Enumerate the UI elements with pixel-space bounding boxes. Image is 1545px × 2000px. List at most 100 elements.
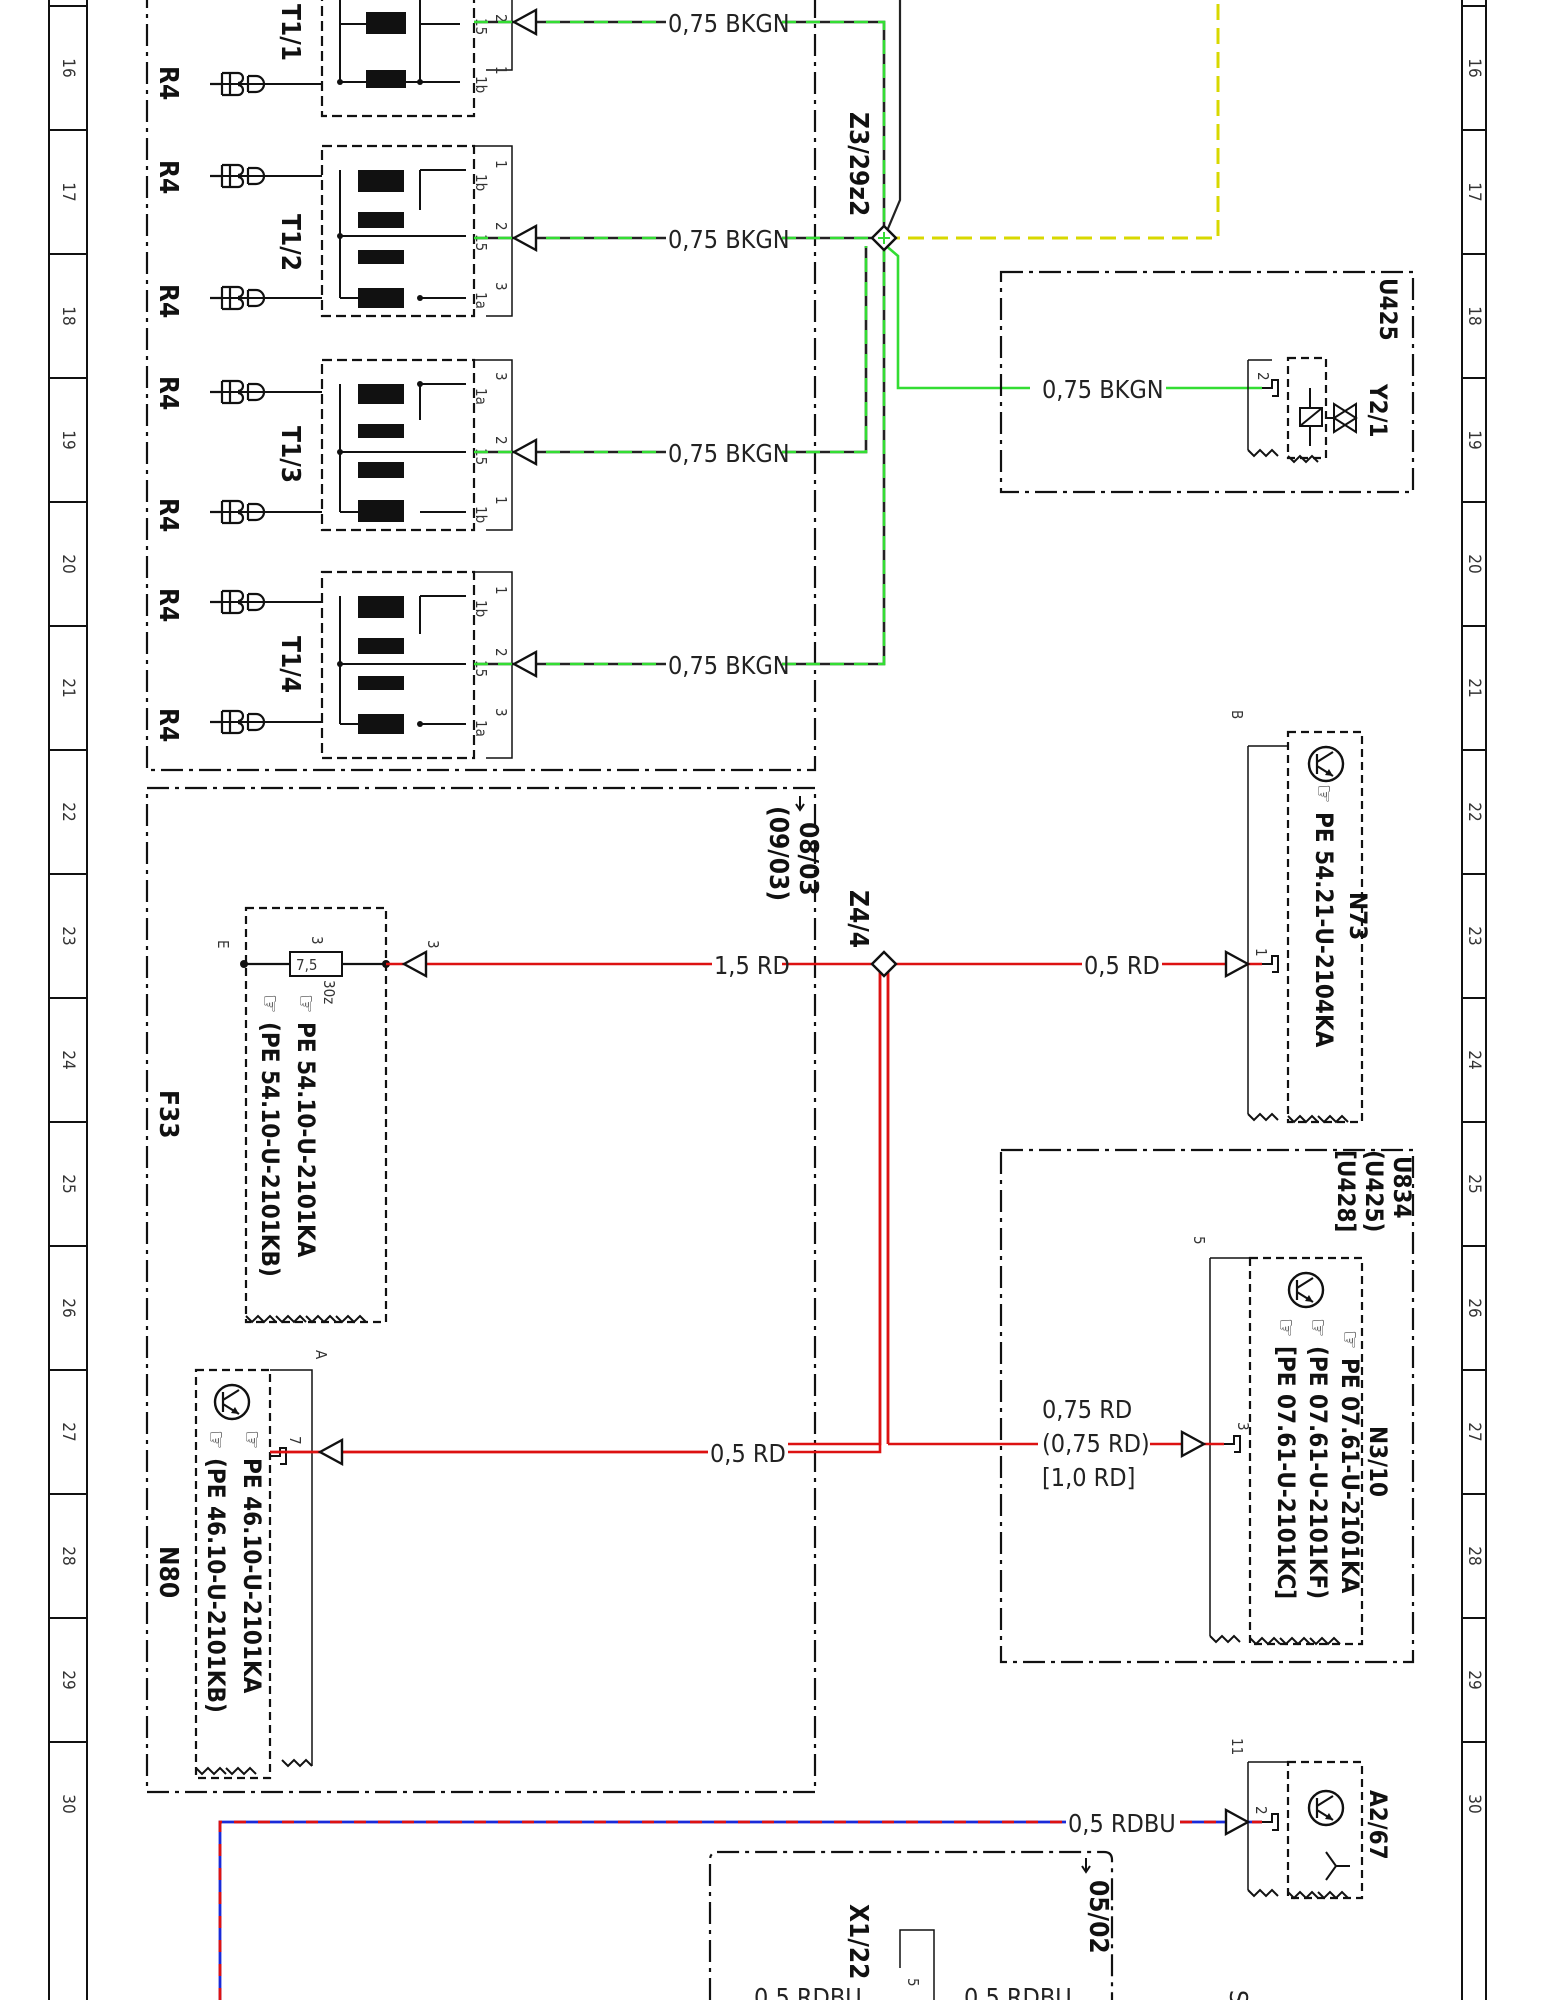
a2-67-conn: 11 bbox=[1228, 1738, 1246, 1755]
fuse-value: 7,5 bbox=[296, 956, 317, 974]
grid-row-label: 24 bbox=[58, 1050, 78, 1069]
n80-ref-icon-hand: ☞ bbox=[238, 1430, 266, 1449]
coil-t1-4-pin: 3 bbox=[492, 708, 510, 717]
wire-label-t1-4: 0,75 BKGN bbox=[668, 651, 790, 680]
n73-ref-icon-hand: ☞ bbox=[1310, 784, 1338, 803]
wire-label-t1-2: 0,75 BKGN bbox=[668, 225, 790, 254]
n3-10-conn: 5 bbox=[1190, 1236, 1208, 1245]
grid-row-label: 17 bbox=[1464, 182, 1484, 201]
wire-label-n3-10: (0,75 RD) bbox=[1042, 1429, 1150, 1458]
grid-row-label: 19 bbox=[1464, 430, 1484, 449]
n3-10-ref-icon-hand: ☞ bbox=[1336, 1330, 1364, 1349]
fuse-block-label: F33 bbox=[153, 1090, 183, 1139]
r4-label: R4 bbox=[153, 588, 183, 622]
n73-conn: B bbox=[1228, 710, 1246, 719]
coil-t1-3: 3 1a 2 15 1 1b T1/3 bbox=[275, 358, 513, 532]
grid-row-label: 19 bbox=[58, 430, 78, 449]
fuse-ref: (PE 54.10-U-2101KB) bbox=[256, 1022, 284, 1277]
r4-label: R4 bbox=[153, 498, 183, 532]
coil-t1-2-pin: 1a bbox=[472, 292, 490, 309]
coil-t1-1-pin: 1b bbox=[472, 76, 490, 93]
coil-t1-3-pin: 15 bbox=[472, 448, 490, 465]
valve-y2-1-label: Y2/1 bbox=[1364, 383, 1392, 438]
rdbu-wire: 0,5 RDBU bbox=[218, 1808, 1262, 2000]
coil-t1-3-pin: 1b bbox=[472, 506, 490, 523]
x1-22-conn: S bbox=[1224, 1990, 1253, 2000]
grid-row-label: 28 bbox=[58, 1546, 78, 1565]
coil-t1-2: 1 1b 2 15 3 1a T1/2 bbox=[275, 144, 513, 318]
y2-1-pin: 2 bbox=[1254, 372, 1272, 381]
coil-t1-4-pin: 2 bbox=[492, 648, 510, 657]
x1-22-wire-right: 0,5 RDBU bbox=[964, 1983, 1072, 2000]
splice-z3-label: Z3/29z2 bbox=[843, 112, 873, 216]
n3-10-ref: (PE 07.61-U-2101KF) bbox=[1304, 1346, 1332, 1599]
module-u425-alt-label: (U425) bbox=[1360, 1150, 1388, 1232]
module-n73-label: N73 bbox=[1344, 892, 1372, 940]
grid-row-label: 26 bbox=[58, 1298, 78, 1317]
coil-t1-1-pin: 15 bbox=[472, 18, 490, 35]
coil-t1-2-pin: 2 bbox=[492, 222, 510, 231]
coil-t1-1-pin: 2 bbox=[492, 14, 510, 23]
fuse-pin-out: 30z bbox=[320, 980, 338, 1004]
n3-10-ref: [PE 07.61-U-2101KC] bbox=[1272, 1346, 1300, 1599]
n80-ref: (PE 46.10-U-2101KB) bbox=[202, 1458, 230, 1713]
coil-t1-4-pin: 1b bbox=[472, 600, 490, 617]
valve-y2-1: 2 U425 Y2/1 bbox=[999, 270, 1415, 494]
grid-row-label: 20 bbox=[58, 554, 78, 573]
module-u428-alt-label: [U428] bbox=[1332, 1150, 1360, 1232]
grid-row-label: 29 bbox=[1464, 1670, 1484, 1689]
coil-t1-1-label: T1/1 bbox=[275, 4, 305, 61]
coil-t1-2-pin: 15 bbox=[472, 234, 490, 251]
grid-row-label: 23 bbox=[58, 926, 78, 945]
x1-22-ref: 05/02 bbox=[1083, 1880, 1113, 1954]
grid-row-label: 22 bbox=[58, 802, 78, 821]
coil-t1-1: 2 15 1 1b T1/1 bbox=[275, 0, 513, 118]
r4-label: R4 bbox=[153, 708, 183, 742]
red-wires: Z4/4 1,5 RD 0,5 RD 0,5 RD 0,75 RD (0,75 … bbox=[270, 890, 1262, 1492]
module-n73: 1 B ☞ PE 54.21-U-2104KA N73 bbox=[1228, 710, 1372, 1124]
n73-ref: PE 54.21-U-2104KA bbox=[1310, 812, 1338, 1048]
grid-row-label: 30 bbox=[58, 1794, 78, 1813]
module-u834-label: U834 bbox=[1388, 1156, 1416, 1219]
coil-t1-4-pin: 1 bbox=[492, 586, 510, 595]
wire-label-n3-10: [1,0 RD] bbox=[1042, 1463, 1135, 1492]
grid-row-label: 27 bbox=[58, 1422, 78, 1441]
grid-row-label: 24 bbox=[1464, 1050, 1484, 1069]
x1-22-wire-left: 0,5 RDBU bbox=[754, 1983, 862, 2000]
ignition-coil-block: 2 15 1 1b T1/1 1 1b 2 15 3 1a T1/2 3 1a … bbox=[145, 0, 817, 772]
wire-label-t1-1: 0,75 BKGN bbox=[668, 9, 790, 38]
module-n80-label: N80 bbox=[153, 1546, 183, 1598]
coil-t1-2-pin: 3 bbox=[492, 282, 510, 291]
coil-t1-2-label: T1/2 bbox=[275, 214, 305, 271]
module-u425-label: U425 bbox=[1374, 278, 1402, 341]
coil-t1-3-pin: 1a bbox=[472, 388, 490, 405]
bkgn-wires: Z3/29z2 0,75 BKGN 0,75 BKGN 0,75 BKGN 0,… bbox=[474, 0, 1262, 680]
spark-plug-leads: R4 R4 R4 R4 R4 R4 R4 bbox=[153, 66, 322, 742]
wire-label-y2-1: 0,75 BKGN bbox=[1042, 375, 1164, 404]
wire-label-t1-3: 0,75 BKGN bbox=[668, 439, 790, 468]
wire-label-n3-10: 0,75 RD bbox=[1042, 1395, 1132, 1424]
n80-pin: 7 bbox=[286, 1436, 304, 1445]
fuse-ref-icon-hand: ☞ bbox=[256, 994, 284, 1013]
grid-row-label: 17 bbox=[58, 182, 78, 201]
grid-row-label: 30 bbox=[1464, 1794, 1484, 1813]
module-n3-10-label: N3/10 bbox=[1364, 1426, 1392, 1497]
grid-row-label: 28 bbox=[1464, 1546, 1484, 1565]
grid-row-label: 21 bbox=[58, 678, 78, 697]
fuse-pin-in: 3 bbox=[308, 936, 326, 945]
fuse-ref-line: (09/03) bbox=[763, 806, 793, 901]
n3-10-ref: PE 07.61-U-2101KA bbox=[1336, 1358, 1364, 1594]
grid-row-label: 25 bbox=[58, 1174, 78, 1193]
grid-row-dividers bbox=[49, 5, 1486, 1743]
r4-label: R4 bbox=[153, 160, 183, 194]
wire-label-n73: 0,5 RD bbox=[1084, 951, 1160, 980]
coil-t1-3-pin: 3 bbox=[492, 372, 510, 381]
module-a2-67: 2 11 A2/67 bbox=[1228, 1738, 1392, 1900]
n80-conn: A bbox=[312, 1350, 330, 1360]
fuse-ref-line: 08/03 bbox=[793, 822, 823, 896]
fuse-out-pin: 3 bbox=[424, 940, 442, 949]
grid-row-label: 26 bbox=[1464, 1298, 1484, 1317]
n3-10-pin: 3 bbox=[1234, 1422, 1252, 1431]
grid-row-label: 18 bbox=[58, 306, 78, 325]
